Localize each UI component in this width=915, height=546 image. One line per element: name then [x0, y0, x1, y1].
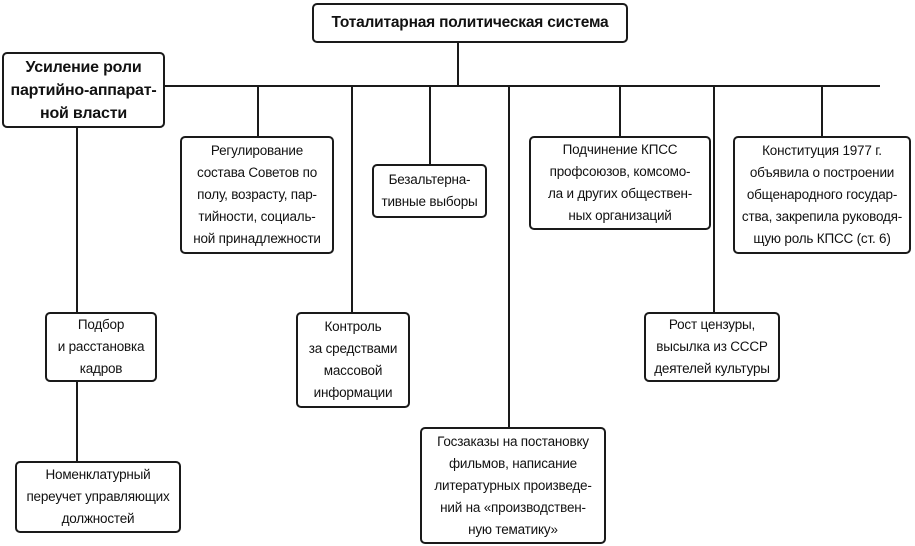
cadres-box: Подбор и расстановка кадров	[45, 312, 157, 382]
censorship-box: Рост цензуры, высылка из СССР деятелей к…	[644, 312, 780, 382]
constitution-label: Конституция 1977 г. объявила о построени…	[741, 143, 903, 246]
soviets-box: Регулирование состава Советов по полу, в…	[180, 136, 334, 254]
censorship-label: Рост цензуры, высылка из СССР деятелей к…	[654, 317, 770, 376]
nomenklatura-box: Номенклатурный переучет управляющих долж…	[15, 461, 181, 533]
state-orders-box: Госзаказы на постановку фильмов, написан…	[420, 427, 606, 544]
subordination-label: Подчинение КПСС профсоюзов, комсомо- ла …	[547, 142, 693, 223]
constitution-box: Конституция 1977 г. объявила о построени…	[733, 136, 911, 254]
root-box: Тоталитарная политическая система	[312, 3, 628, 43]
party-power-label: Усиление роли партийно-аппарат- ной влас…	[10, 58, 157, 122]
soviets-label: Регулирование состава Советов по полу, в…	[193, 143, 321, 246]
media-label: Контроль за средствами массовой информац…	[308, 319, 398, 400]
nomenklatura-label: Номенклатурный переучет управляющих долж…	[26, 467, 170, 526]
elections-label: Безальтерна- тивные выборы	[381, 172, 478, 209]
elections-box: Безальтерна- тивные выборы	[372, 164, 487, 218]
root-label: Тоталитарная политическая система	[331, 14, 609, 31]
state-orders-label: Госзаказы на постановку фильмов, написан…	[434, 433, 592, 537]
media-box: Контроль за средствами массовой информац…	[296, 312, 410, 408]
party-power-box: Усиление роли партийно-аппарат- ной влас…	[2, 52, 165, 128]
subordination-box: Подчинение КПСС профсоюзов, комсомо- ла …	[529, 136, 711, 230]
cadres-label: Подбор и расстановка кадров	[57, 317, 145, 376]
